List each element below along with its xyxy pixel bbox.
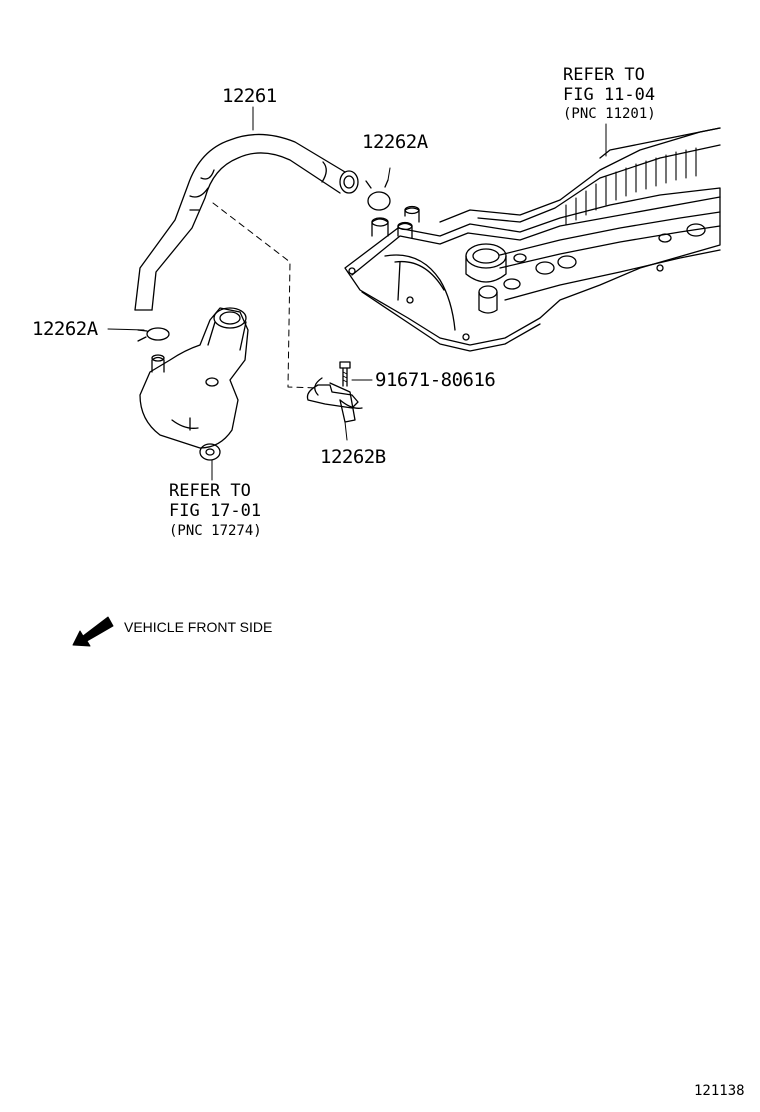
cylinder-head-cover bbox=[344, 127, 721, 352]
bolt-shape bbox=[339, 361, 373, 387]
vehicle-front-arrow-icon bbox=[72, 616, 114, 647]
water-outlet bbox=[139, 307, 249, 481]
clamp-upper-shape bbox=[365, 167, 391, 211]
label-clamp-lower: 12262A bbox=[32, 318, 98, 340]
ref-head-cover-line2: FIG 11-04 bbox=[563, 85, 656, 105]
ref-water-outlet-pnc: (PNC 17274) bbox=[169, 523, 262, 539]
label-bolt: 91671-80616 bbox=[375, 369, 496, 391]
hose-12261-shape bbox=[134, 106, 359, 311]
ref-head-cover-pnc: (PNC 11201) bbox=[563, 106, 656, 122]
figure-id: 121138 bbox=[694, 1083, 745, 1099]
label-clamp-upper: 12262A bbox=[362, 131, 428, 153]
ref-water-outlet-line2: FIG 17-01 bbox=[169, 501, 262, 521]
clamp-lower-shape bbox=[107, 327, 170, 342]
ref-head-cover-line1: REFER TO bbox=[563, 65, 645, 85]
ref-water-outlet-line1: REFER TO bbox=[169, 481, 251, 501]
label-bracket: 12262B bbox=[320, 446, 386, 468]
dashed-leader bbox=[212, 202, 319, 389]
label-hose: 12261 bbox=[222, 85, 277, 107]
direction-note: VEHICLE FRONT SIDE bbox=[124, 619, 273, 635]
bracket-12262b-shape bbox=[306, 377, 363, 441]
